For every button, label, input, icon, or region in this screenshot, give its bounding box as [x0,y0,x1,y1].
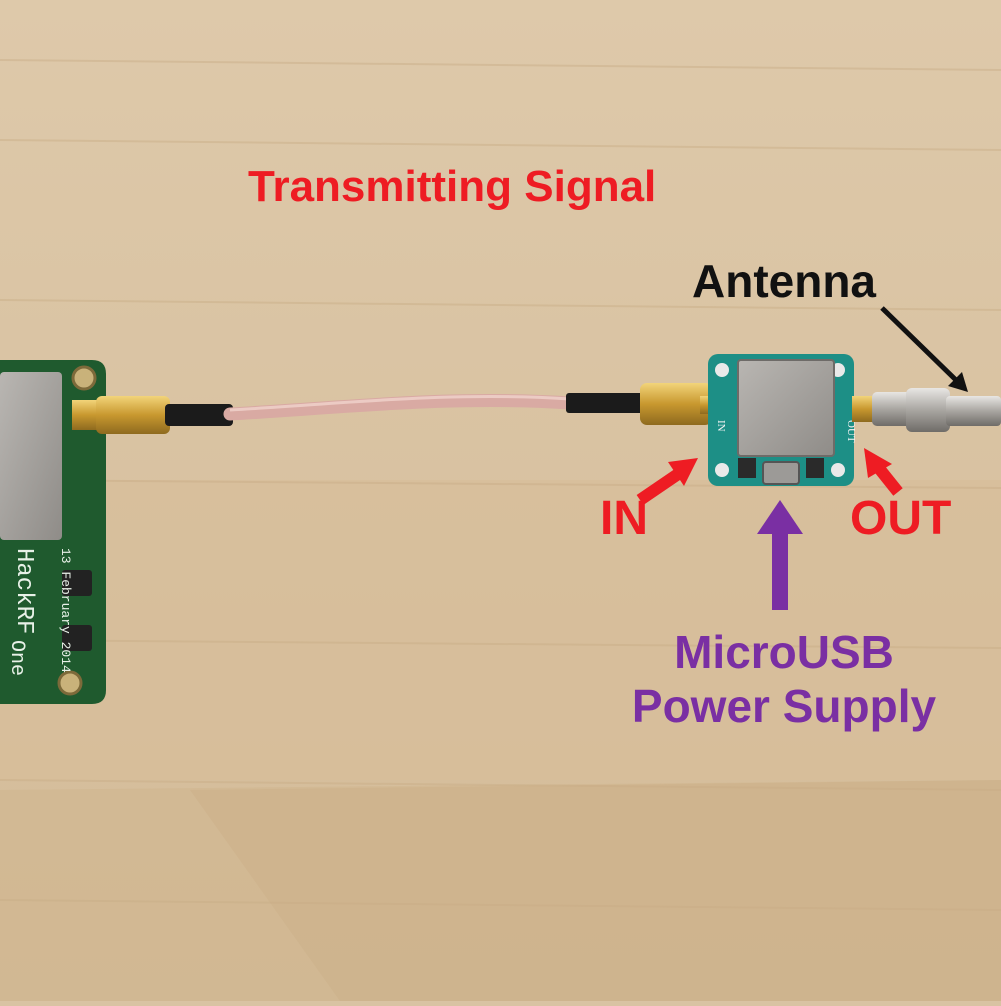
microusb-port [762,461,800,485]
amp-out-silkscreen: OUT [845,420,857,443]
hackrf-board: HackRF 13 February 2014 One [0,360,106,704]
power-label-line1: MicroUSB [674,626,894,678]
mount-hole [57,670,83,696]
in-arrow [636,458,698,505]
coax-cable [223,393,577,421]
amplifier-board: IN OUT [708,354,857,486]
antenna-label: Antenna [692,255,876,307]
out-arrow [864,448,903,496]
wood-plank [0,480,1001,780]
amp-in-silkscreen: IN [715,420,727,432]
mount-hole [715,463,729,477]
in-label: IN [600,492,648,545]
board-name-line2: One [5,640,28,676]
amp-shield-can [737,359,835,457]
power-arrow [757,500,803,610]
svg-text:HackRF: HackRF [10,548,37,634]
hackrf-sma-connector [72,396,233,434]
power-label-line2: Power Supply [631,680,937,732]
power-supply-label: MicroUSB Power Supply [600,625,968,733]
out-label: OUT [850,492,952,545]
mount-hole [831,463,845,477]
coax-highlight [229,394,571,412]
board-silkscreen: HackRF 13 February 2014 [10,548,73,673]
button [62,625,92,651]
title-label: Transmitting Signal [248,162,657,211]
rf-shield [0,372,62,540]
wood-grain [0,59,1001,911]
mount-hole [71,365,97,391]
wood-shadow-region [190,780,1001,1001]
amp-input-connector [566,383,724,425]
mount-hole [715,363,729,377]
svg-text:13 February 2014: 13 February 2014 [58,548,73,673]
button [62,570,92,596]
antenna-adapter [852,388,1001,432]
antenna-arrow [880,306,968,392]
